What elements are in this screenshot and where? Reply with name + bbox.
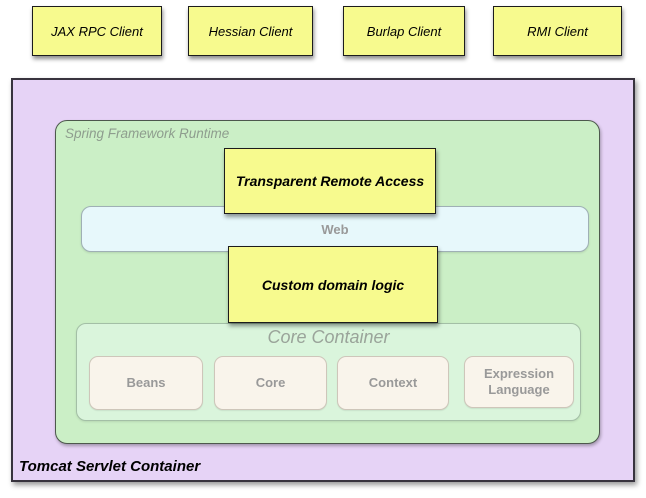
client-box-hessian: Hessian Client bbox=[188, 6, 313, 56]
custom-domain-logic-box: Custom domain logic bbox=[228, 246, 438, 323]
module-label-beans: Beans bbox=[126, 374, 166, 390]
module-box-core: Core bbox=[214, 356, 327, 410]
module-box-beans: Beans bbox=[89, 356, 203, 410]
client-box-burlap: Burlap Client bbox=[343, 6, 465, 56]
client-label-hessian: Hessian Client bbox=[208, 23, 293, 39]
module-label-expression-language: Expression Language bbox=[483, 365, 555, 397]
client-label-jax-rpc: JAX RPC Client bbox=[51, 23, 143, 39]
client-label-burlap: Burlap Client bbox=[366, 23, 442, 39]
transparent-remote-access-label: Transparent Remote Access bbox=[235, 173, 425, 189]
tomcat-servlet-container-box: Spring Framework Runtime Web Transparent… bbox=[11, 78, 635, 482]
web-layer-label: Web bbox=[321, 221, 349, 237]
custom-domain-logic-label: Custom domain logic bbox=[261, 276, 405, 293]
module-label-context: Context bbox=[368, 374, 418, 390]
transparent-remote-access-box: Transparent Remote Access bbox=[224, 148, 436, 214]
core-container-box: Core Container Beans Core Context Expres… bbox=[76, 323, 581, 421]
module-box-context: Context bbox=[337, 356, 449, 410]
client-box-jax-rpc: JAX RPC Client bbox=[32, 6, 162, 56]
core-container-label: Core Container bbox=[267, 327, 390, 347]
spring-framework-runtime-label: Spring Framework Runtime bbox=[65, 126, 230, 141]
spring-framework-runtime-box: Spring Framework Runtime Web Transparent… bbox=[55, 120, 600, 444]
module-box-expression-language: Expression Language bbox=[464, 356, 574, 408]
tomcat-servlet-container-label: Tomcat Servlet Container bbox=[19, 458, 201, 475]
client-label-rmi: RMI Client bbox=[527, 23, 588, 39]
module-label-core: Core bbox=[255, 374, 286, 390]
client-box-rmi: RMI Client bbox=[493, 6, 622, 56]
